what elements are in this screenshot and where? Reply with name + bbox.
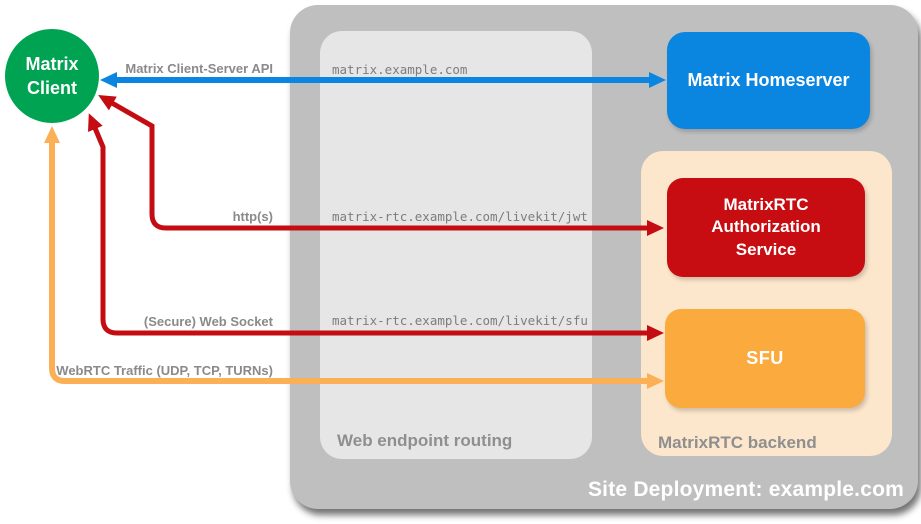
sfu-label: SFU <box>746 348 784 368</box>
matrix-client-label-line2: Client <box>26 78 77 98</box>
matrix-client-label-line1: Matrix <box>25 53 79 74</box>
endpoint-livekit-jwt: matrix-rtc.example.com/livekit/jwt <box>332 209 588 224</box>
matrix-homeserver-node: Matrix Homeserver <box>667 32 870 129</box>
sfu-node: SFU <box>665 309 865 408</box>
site-deployment-caption: Site Deployment: example.com <box>587 478 904 501</box>
endpoint-livekit-sfu: matrix-rtc.example.com/livekit/sfu <box>332 313 588 328</box>
matrix-homeserver-label: Matrix Homeserver <box>687 70 850 90</box>
web-endpoint-routing-caption: Web endpoint routing <box>337 431 513 450</box>
arrow-label-secure-web-socket: (Secure) Web Socket <box>143 314 273 329</box>
matrixrtc-backend-caption: MatrixRTC backend <box>658 433 817 452</box>
arrow-label-webrtc-traffic: WebRTC Traffic (UDP, TCP, TURNs) <box>56 363 273 378</box>
arrow-label-https: http(s) <box>232 209 273 224</box>
endpoint-matrix-domain: matrix.example.com <box>332 62 468 77</box>
matrix-client-node: Matrix Client <box>5 29 99 123</box>
web-endpoint-routing-panel <box>320 31 592 459</box>
arrow-label-client-server-api: Matrix Client-Server API <box>125 61 273 76</box>
matrixrtc-authorization-service-label: MatrixRTC Authorization Service <box>711 194 821 259</box>
matrixrtc-authorization-service-node: MatrixRTC Authorization Service <box>667 178 865 277</box>
